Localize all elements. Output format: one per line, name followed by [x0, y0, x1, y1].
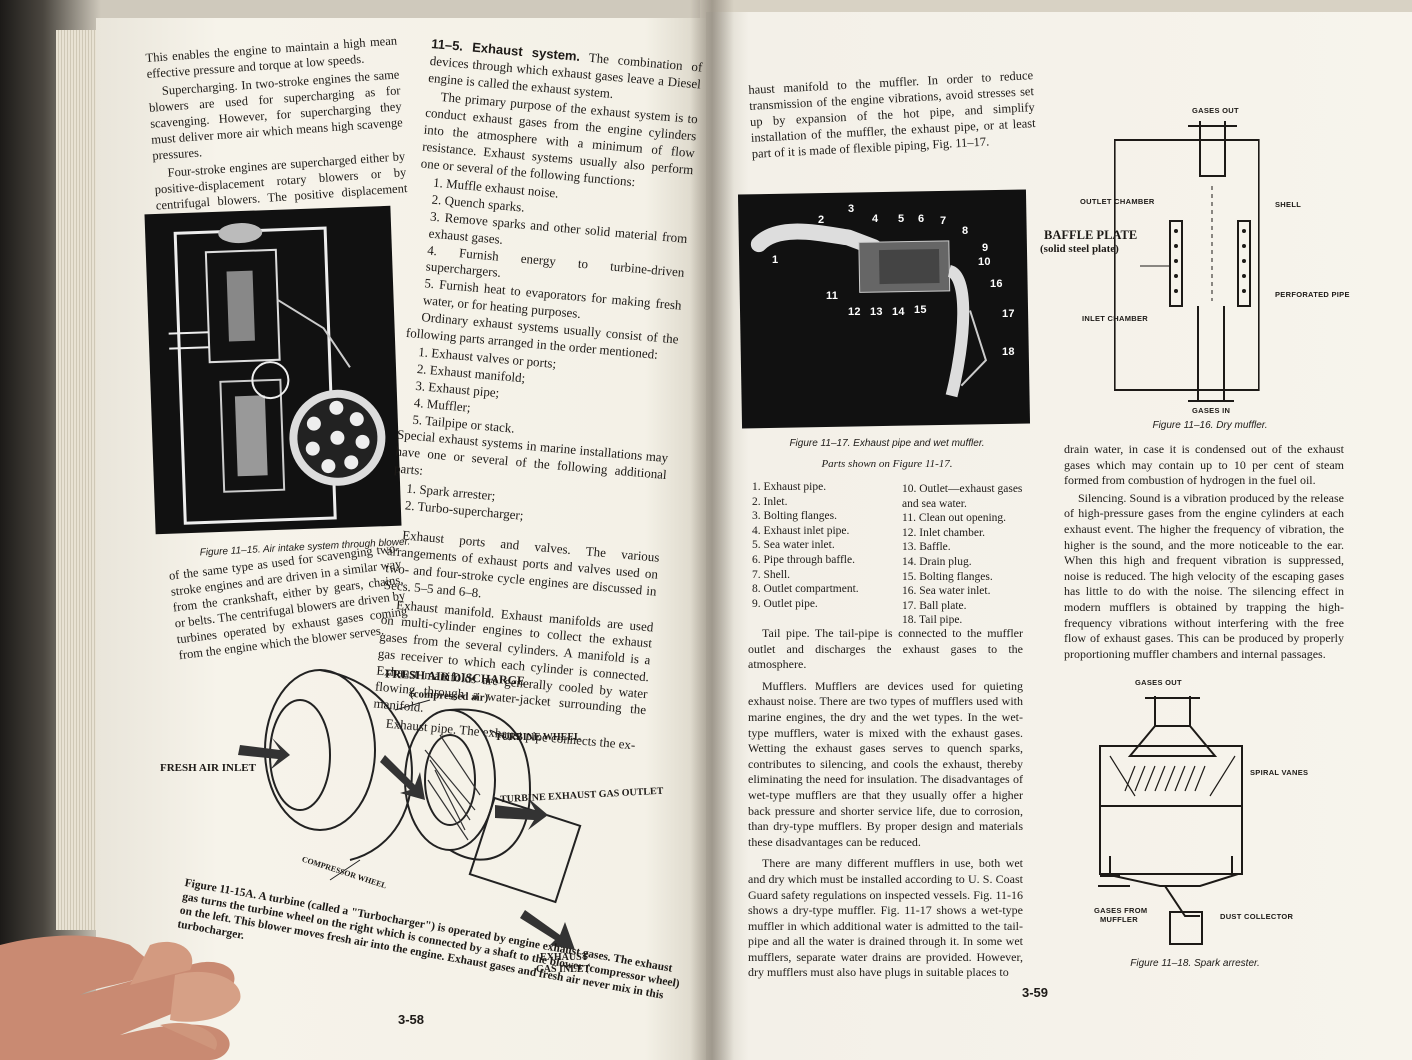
exhaust-inlet-arrow [520, 910, 575, 950]
fig17-number: 4 [872, 213, 879, 225]
fig17-number: 9 [982, 242, 989, 254]
fig17-number: 17 [1002, 308, 1015, 320]
paragraph: haust manifold to the muffler. In order … [748, 68, 1036, 161]
fig17-number: 6 [918, 213, 925, 225]
page-number-right: 3-59 [1022, 985, 1049, 1000]
figure-11-15-photo [144, 205, 402, 535]
list-item: 8. Outlet compartment. [752, 583, 859, 596]
fig17-number: 10 [978, 256, 991, 268]
list-item: 14. Drain plug. [902, 555, 972, 568]
book-gutter [690, 0, 734, 1060]
right-page [706, 12, 1412, 1060]
label-outlet-chamber: OUTLET CHAMBER [1080, 197, 1155, 206]
list-item: 3. Bolting flanges. [752, 510, 837, 523]
fig17-number: 5 [898, 213, 905, 225]
page-number-left: 3-58 [398, 1012, 425, 1027]
fig17-number: 8 [962, 225, 969, 237]
label-spiral-vanes: SPIRAL VANES [1250, 768, 1309, 777]
paragraph: drain water, in case it is condensed out… [1064, 442, 1344, 488]
label-gas-inlet: GAS INLET [536, 964, 591, 975]
spark-arrester-diagram [1098, 696, 1243, 945]
parts-list-col2: 10. Outlet—exhaust gases and sea water. … [902, 482, 1032, 628]
paragraph: Supercharging. In two-stroke engines the… [148, 67, 404, 163]
label-dust-collector: DUST COLLECTOR [1220, 912, 1294, 921]
engine-blower-illustration [168, 223, 386, 525]
figure-11-16-caption: Figure 11–16. Dry muffler. [1152, 420, 1268, 431]
label-fresh-air-inlet: FRESH AIR INLET [160, 762, 256, 774]
hand-holding-book [0, 935, 241, 1060]
left-page [96, 18, 706, 1060]
fig17-number: 18 [1002, 346, 1015, 358]
label-gases-out: GASES OUT [1192, 106, 1239, 115]
right-col1-bottom: Tail pipe. The tail-pipe is connected to… [748, 626, 1023, 983]
fig17-number: 2 [818, 214, 825, 226]
dry-muffler-diagram [1114, 121, 1260, 402]
figure-11-17-photo [737, 189, 1031, 429]
paragraph: Silencing. Sound is a vibration produced… [1064, 490, 1344, 661]
label-baffle-plate: BAFFLE PLATE [1044, 228, 1138, 242]
list-item: 13. Baffle. [902, 541, 951, 554]
list-item: 11. Clean out opening. [902, 512, 1007, 525]
fig17-number: 12 [848, 306, 861, 318]
turbocharger-diagram [238, 669, 582, 950]
parts-list-col1: 1. Exhaust pipe. 2. Inlet. 3. Bolting fl… [752, 480, 897, 611]
fig17-number: 7 [940, 215, 947, 227]
parts-heading: Parts shown on Figure 11-17. [821, 458, 953, 470]
list-item: 2. Inlet. [752, 495, 788, 508]
label-muffler: MUFFLER [1100, 915, 1138, 924]
label-perforated-pipe: PERFORATED PIPE [1275, 290, 1350, 299]
label-exhaust: EXHAUST [540, 952, 589, 963]
right-col1-top: haust manifold to the muffler. In order … [748, 67, 1037, 164]
fig17-number: 16 [990, 278, 1003, 290]
right-col2: drain water, in case it is condensed out… [1064, 442, 1344, 664]
list-item: 16. Sea water inlet. [902, 585, 991, 598]
left-col1-top: This enables the engine to maintain a hi… [145, 32, 409, 231]
label-shell: SHELL [1275, 200, 1302, 209]
figure-11-18-caption: Figure 11–18. Spark arrester. [1130, 958, 1260, 969]
page-edges [56, 30, 100, 930]
list-item: 15. Bolting flanges. [902, 570, 993, 583]
fig17-number: 15 [914, 304, 927, 316]
fig17-number: 1 [772, 254, 779, 266]
list-item: 10. Outlet—exhaust gases and sea water. [902, 483, 1023, 510]
fresh-air-arrow [238, 738, 290, 770]
paragraph: There are many different mufflers in use… [748, 856, 1023, 980]
list-item: 18. Tail pipe. [902, 614, 963, 627]
wet-muffler-illustration [750, 223, 988, 398]
turbine-exhaust-arrow [495, 798, 548, 830]
list-item: 4. Exhaust inlet pipe. [752, 524, 850, 537]
label-gases-in: GASES IN [1192, 406, 1231, 415]
list-item: 17. Ball plate. [902, 599, 967, 612]
list-item: 6. Pipe through baffle. [752, 553, 855, 566]
label-gases-from: GASES FROM [1094, 906, 1148, 915]
label-inlet-chamber: INLET CHAMBER [1082, 314, 1148, 323]
list-item: 7. Shell. [752, 568, 791, 581]
discharge-arrow [380, 755, 425, 800]
label-turbine-wheel: TURBINE WHEEL [495, 732, 581, 743]
paragraph: Mufflers. Mufflers are devices used for … [748, 678, 1023, 849]
list-item: 12. Inlet chamber. [902, 526, 986, 539]
label-solid-steel-plate: (solid steel plate) [1040, 243, 1119, 255]
label-spark-gases-out: GASES OUT [1135, 678, 1182, 687]
fig17-number: 14 [892, 306, 905, 318]
list-item: 5. Sea water inlet. [752, 539, 835, 552]
fig17-number: 11 [826, 290, 839, 302]
fig17-number: 3 [848, 203, 855, 215]
functions-list: 1. Muffle exhaust noise. 2. Quench spark… [408, 174, 691, 332]
list-item: 9. Outlet pipe. [752, 597, 818, 610]
figure-11-17-caption: Figure 11–17. Exhaust pipe and wet muffl… [789, 438, 985, 449]
paragraph: Tail pipe. The tail-pipe is connected to… [748, 626, 1023, 672]
fig17-number: 13 [870, 306, 883, 318]
list-item: 1. Exhaust pipe. [752, 481, 827, 493]
